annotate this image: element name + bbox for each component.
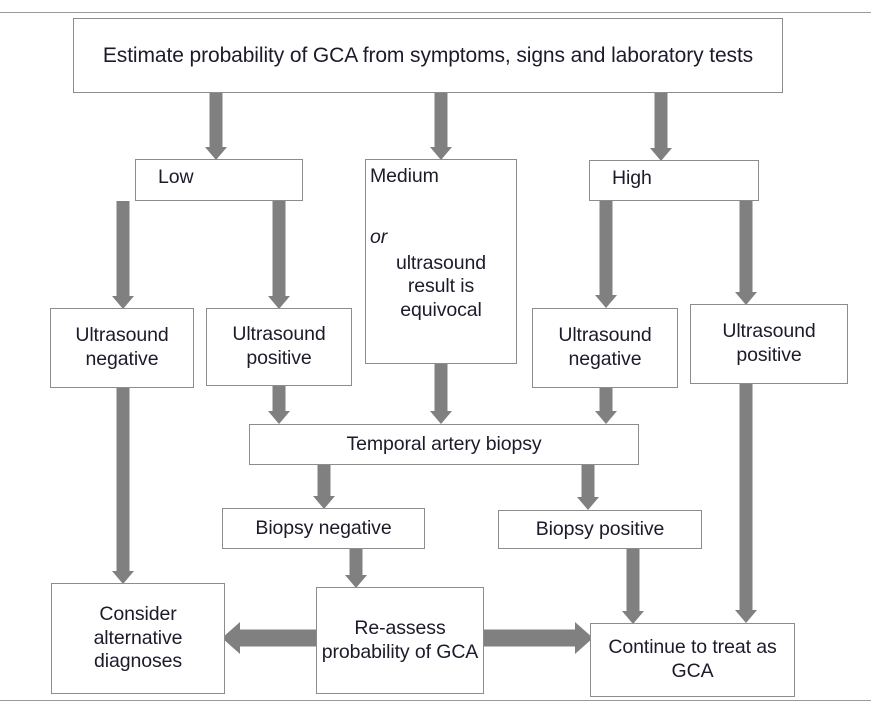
arrow-reassess-to-continue-treat (481, 621, 593, 655)
node-reassess-probability: Re-assess probability of GCA (316, 587, 484, 694)
node-consider-alternative-diagnoses: Consider alternative diagnoses (51, 583, 225, 694)
node-estimate-probability-label: Estimate probability of GCA from symptom… (102, 43, 754, 67)
arrow-high-us-negative-to-biopsy (593, 388, 619, 424)
node-high-ultrasound-negative-label: Ultrasound negative (558, 324, 652, 370)
node-low-ultrasound-negative-label: Ultrasound negative (75, 324, 169, 370)
arrow-high-to-us-positive (733, 201, 759, 305)
arrow-low-to-us-negative (110, 201, 136, 309)
node-low-ultrasound-positive-label: Ultrasound positive (232, 323, 326, 369)
node-biopsy-negative: Biopsy negative (222, 508, 425, 549)
node-low-ultrasound-negative: Ultrasound negative (50, 308, 194, 388)
arrow-us-positive-to-biopsy (266, 386, 292, 424)
arrow-biopsy-positive-to-continue-treat (620, 549, 646, 624)
node-continue-to-treat-label: Continue to treat as GCA (608, 636, 777, 682)
top-divider-rule (0, 12, 871, 13)
arrow-us-negative-to-consider-alternative (110, 388, 136, 584)
node-risk-medium: Medium or ultrasound result is equivocal (365, 159, 517, 364)
node-temporal-artery-biopsy-label: Temporal artery biopsy (346, 432, 542, 455)
arrow-high-us-positive-to-continue-treat (733, 384, 759, 623)
arrow-low-to-us-positive (266, 201, 292, 309)
node-temporal-artery-biopsy: Temporal artery biopsy (249, 424, 639, 465)
node-risk-medium-label: Medium (370, 165, 439, 187)
node-risk-low: Low (135, 159, 303, 201)
arrow-high-to-us-negative (593, 201, 619, 308)
node-risk-medium-qualifier: ultrasound result is equivocal (395, 251, 487, 322)
arrow-medium-to-biopsy (428, 364, 454, 424)
node-high-ultrasound-negative: Ultrasound negative (532, 308, 678, 388)
bottom-divider-rule (0, 700, 871, 701)
arrow-biopsy-negative-to-reassess (343, 549, 369, 588)
node-high-ultrasound-positive-label: Ultrasound positive (722, 320, 816, 366)
node-risk-high-label: High (612, 167, 652, 189)
arrow-estimate-to-medium (428, 93, 454, 160)
node-low-ultrasound-positive: Ultrasound positive (206, 308, 352, 386)
node-continue-to-treat: Continue to treat as GCA (590, 623, 795, 697)
node-consider-alternative-diagnoses-label: Consider alternative diagnoses (93, 602, 183, 673)
node-risk-low-label: Low (158, 166, 194, 188)
node-high-ultrasound-positive: Ultrasound positive (690, 304, 848, 384)
arrow-estimate-to-high (648, 93, 674, 161)
node-risk-high: High (589, 160, 759, 201)
node-estimate-probability: Estimate probability of GCA from symptom… (73, 18, 783, 93)
node-reassess-probability-label: Re-assess probability of GCA (321, 616, 479, 663)
arrow-estimate-to-low (203, 93, 229, 160)
node-biopsy-negative-label: Biopsy negative (255, 516, 392, 539)
arrow-reassess-to-consider-alternative (222, 621, 320, 655)
arrow-biopsy-to-biopsy-negative (311, 465, 337, 509)
arrow-biopsy-to-biopsy-positive (575, 465, 601, 510)
node-biopsy-positive-label: Biopsy positive (535, 517, 665, 540)
node-biopsy-positive: Biopsy positive (498, 510, 702, 549)
node-risk-medium-or: or (370, 225, 388, 248)
